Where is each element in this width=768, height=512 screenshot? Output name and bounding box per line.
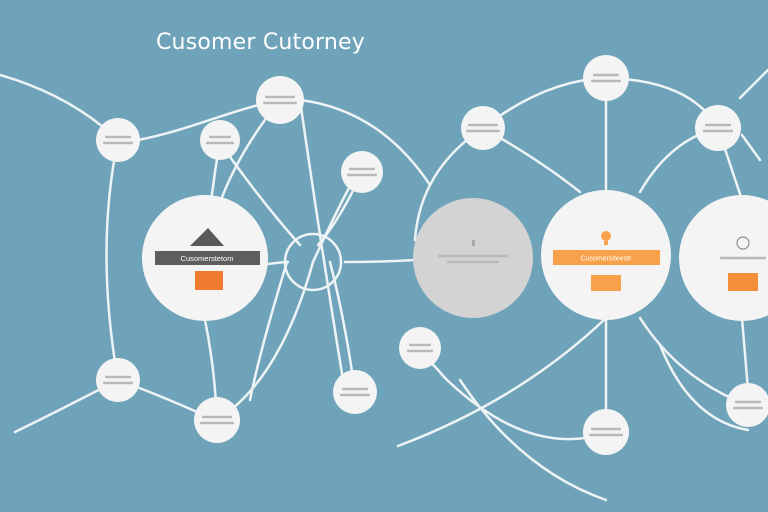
node-circle	[256, 76, 304, 124]
node-circle	[200, 120, 240, 160]
placeholder-text	[438, 254, 508, 258]
node-circle	[583, 409, 629, 455]
hub-node-right	[679, 195, 768, 321]
node-circle	[583, 55, 629, 101]
connector-line	[738, 68, 768, 100]
small-node	[333, 370, 377, 414]
node-circle	[695, 105, 741, 151]
label-bar	[553, 250, 660, 265]
placeholder-text	[703, 129, 733, 133]
small-node	[341, 151, 383, 193]
face-icon	[736, 236, 750, 250]
small-node	[200, 120, 240, 160]
placeholder-text	[342, 387, 368, 391]
connector-line	[343, 258, 417, 264]
label-bar	[155, 251, 260, 265]
placeholder-text	[103, 141, 133, 145]
small-node	[194, 397, 240, 443]
lightbulb-base	[604, 241, 608, 245]
person-icon	[472, 240, 475, 246]
small-node	[695, 105, 741, 151]
placeholder-text	[593, 73, 619, 77]
connector-line	[298, 98, 432, 187]
node-circle	[399, 327, 441, 369]
placeholder-text	[105, 135, 131, 139]
placeholder-text	[468, 123, 498, 127]
hub-node-orange: Cusomersiteestr	[541, 190, 671, 320]
placeholder-text	[340, 393, 370, 397]
node-circle	[341, 151, 383, 193]
placeholder-text	[347, 173, 377, 177]
small-node	[583, 409, 629, 455]
node-circle	[96, 118, 140, 162]
placeholder-text	[733, 406, 763, 410]
placeholder-text	[591, 427, 621, 431]
connector-line	[740, 316, 750, 392]
placeholder-text	[209, 135, 231, 139]
diagram-title: Cusomer Cutorney	[156, 30, 365, 55]
placeholder-text	[720, 256, 766, 260]
placeholder-text	[409, 343, 431, 347]
orange-tag	[195, 271, 223, 290]
connector-line	[105, 138, 120, 382]
connector-line	[458, 378, 608, 502]
connector-line	[740, 133, 762, 162]
placeholder-text	[105, 375, 131, 379]
placeholder-text	[466, 129, 500, 133]
placeholder-text	[591, 79, 621, 83]
hub-left-label: Cusomerstetom	[181, 254, 234, 263]
connector-line	[658, 343, 750, 432]
placeholder-text	[705, 123, 731, 127]
small-node	[96, 118, 140, 162]
placeholder-text	[407, 349, 433, 353]
small-node	[399, 327, 441, 369]
placeholder-text	[265, 95, 295, 99]
junction-ring	[283, 232, 343, 292]
lightbulb-icon	[601, 231, 611, 241]
hub-node-left: Cusomerstetom	[142, 195, 268, 321]
hub-circle	[413, 198, 533, 318]
hub-orange-label: Cusomersiteestr	[581, 256, 633, 263]
small-node	[256, 76, 304, 124]
node-circle	[333, 370, 377, 414]
placeholder-text	[589, 433, 623, 437]
connector-line	[396, 316, 608, 448]
placeholder-text	[103, 381, 133, 385]
connector-line	[248, 260, 289, 402]
placeholder-text	[349, 167, 375, 171]
node-circle	[194, 397, 240, 443]
node-circle	[96, 358, 140, 402]
hub-node-gray	[413, 198, 533, 318]
orange-tag	[591, 275, 621, 291]
orange-tag	[728, 273, 758, 291]
small-node	[461, 106, 505, 150]
triangle-icon	[190, 228, 224, 246]
small-node	[96, 358, 140, 402]
placeholder-text	[206, 141, 234, 145]
placeholder-text	[735, 400, 761, 404]
placeholder-text	[447, 260, 499, 264]
placeholder-text	[200, 421, 234, 425]
placeholder-text	[202, 415, 232, 419]
small-node	[726, 383, 768, 427]
node-circle	[726, 383, 768, 427]
small-node	[583, 55, 629, 101]
node-circle	[461, 106, 505, 150]
placeholder-text	[263, 101, 297, 105]
